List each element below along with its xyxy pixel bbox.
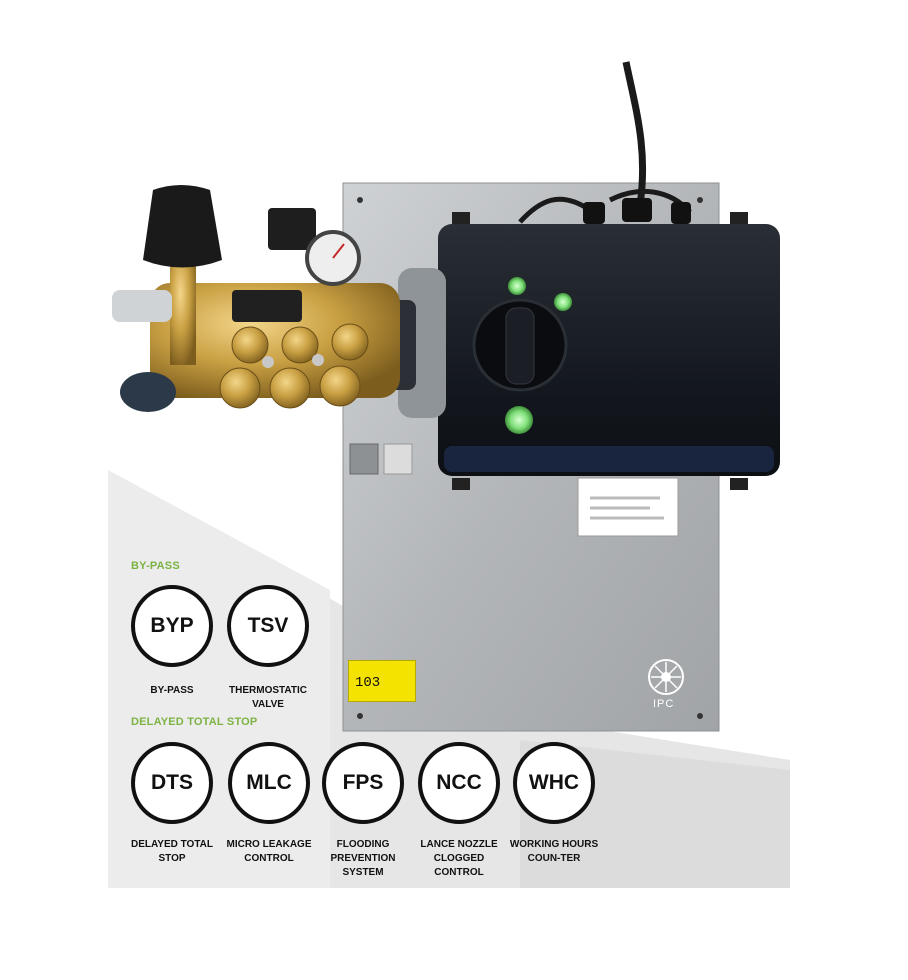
caption-mlc: MICRO LEAKAGE CONTROL [226,839,312,864]
badge-tsv: TSV [227,585,309,667]
ipc-logo-icon [648,659,684,695]
badge-ncc: NCC [418,742,500,824]
badge-mlc: MLC [228,742,310,824]
caption-dts: DELAYED TOTAL STOP [130,839,214,864]
caption-fps: FLOODING PREVENTION SYSTEM [330,839,396,878]
sticker-number: 103 [355,675,381,691]
solenoid [268,208,316,250]
badge-byp: BYP [131,585,213,667]
caption-byp: BY-PASS [150,685,194,696]
status-led [508,277,526,295]
delayed-section-label: DELAYED TOTAL STOP [131,716,258,728]
caption-tsv: THERMOSTATIC VALVE [229,685,307,710]
unloader-cap [143,185,222,268]
caption-ncc: LANCE NOZZLE CLOGGED CONTROL [420,839,498,878]
power-cable [622,61,647,206]
badge-dts: DTS [131,742,213,824]
brand-logo-text: IPC [653,698,675,710]
bypass-section-label: BY-PASS [131,560,180,572]
caption-whc: WORKING HOURS COUN-TER [509,839,599,864]
badge-fps: FPS [322,742,404,824]
badge-whc: WHC [513,742,595,824]
counter-sticker: 103 [348,660,416,702]
